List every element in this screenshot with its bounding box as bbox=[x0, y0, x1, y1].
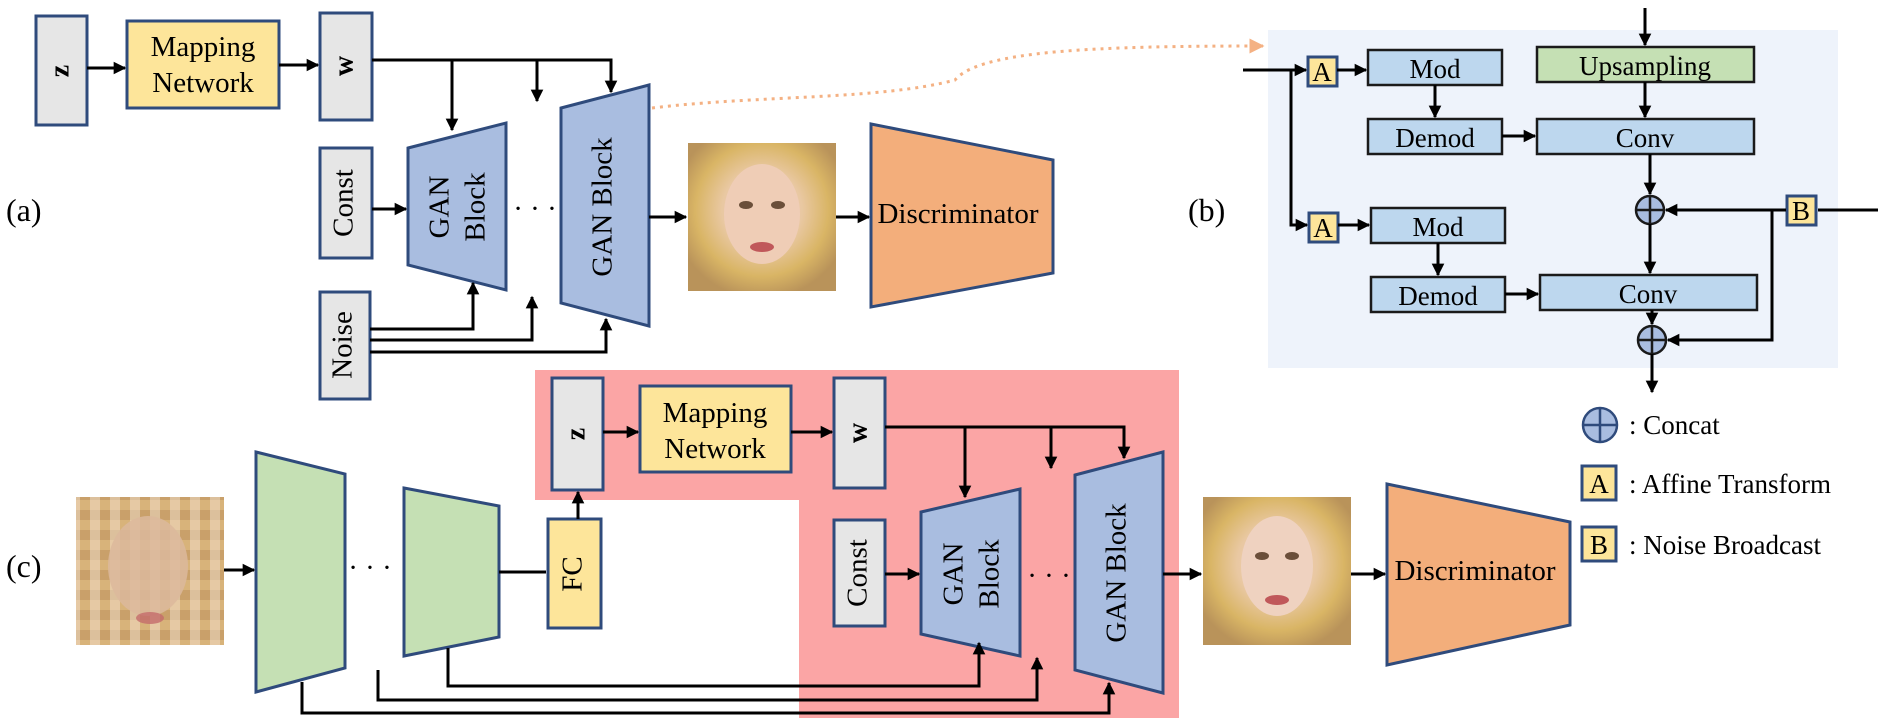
mod-box-2 bbox=[1369, 206, 1507, 245]
legend-noise-label: : Noise Broadcast bbox=[1629, 530, 1821, 560]
const-label-c: Const bbox=[842, 539, 874, 607]
generated-face-image bbox=[688, 143, 836, 291]
mod-box-1-label: Mod bbox=[1409, 54, 1461, 84]
gan-block-c-1-label-1: GAN bbox=[938, 543, 970, 606]
legend-concat-label: : Concat bbox=[1629, 410, 1720, 440]
gan-block-2 bbox=[559, 83, 651, 328]
const-label: Const bbox=[328, 169, 360, 237]
w-box bbox=[318, 11, 374, 122]
panel-b: A Mod Demod Upsampling Conv A Mod Demod … bbox=[1243, 8, 1878, 394]
panel-label-c: (c) bbox=[6, 548, 42, 584]
w-box-c bbox=[832, 376, 887, 490]
panel-c: · · · FC z Mapping Network w Const GAN B… bbox=[76, 376, 1572, 715]
mapping-network-c-label-2: Network bbox=[664, 433, 766, 465]
mapping-network-c-label-1: Mapping bbox=[663, 397, 768, 429]
panel-b-background bbox=[1268, 30, 1838, 368]
gan-block-c-2-label: GAN Block bbox=[1101, 503, 1133, 643]
conv-box-2-label: Conv bbox=[1619, 279, 1678, 309]
encoder-block-1 bbox=[254, 450, 347, 694]
demod-box-1-label: Demod bbox=[1395, 123, 1475, 153]
legend-noise-key: B bbox=[1590, 530, 1608, 560]
z-box-c bbox=[550, 376, 605, 492]
mod-box-1 bbox=[1366, 48, 1504, 87]
demod-box-1 bbox=[1366, 117, 1504, 156]
legend-noise-icon bbox=[1580, 525, 1618, 563]
panel-label-a: (a) bbox=[6, 192, 42, 228]
legend-affine-key: A bbox=[1589, 469, 1609, 499]
ellipsis-c-encoder: · · · bbox=[348, 552, 391, 584]
output-face-image bbox=[1203, 497, 1351, 645]
discriminator-c-label: Discriminator bbox=[1394, 555, 1555, 587]
conv-box-1-label: Conv bbox=[1616, 123, 1675, 153]
w-label: w bbox=[328, 55, 359, 76]
noise-b-label: B bbox=[1792, 196, 1810, 226]
panel-label-b: (b) bbox=[1188, 192, 1225, 228]
affine-a-2-label: A bbox=[1313, 213, 1333, 243]
mod-box-2-label: Mod bbox=[1412, 212, 1464, 242]
affine-a-1-label: A bbox=[1312, 57, 1332, 87]
mapping-network-box bbox=[125, 19, 281, 110]
ellipsis-a: · · · bbox=[513, 193, 556, 225]
gan-block-c-1-label-2: Block bbox=[974, 539, 1006, 609]
legend: : Concat A : Affine Transform B : Noise … bbox=[1580, 406, 1831, 563]
gan-block-1-label-1: GAN bbox=[424, 176, 456, 239]
z-label-c: z bbox=[560, 428, 591, 440]
noise-b-box bbox=[1785, 194, 1818, 227]
legend-affine-label: : Affine Transform bbox=[1629, 469, 1831, 499]
upsampling-label: Upsampling bbox=[1579, 51, 1711, 81]
demod-box-2-label: Demod bbox=[1398, 281, 1478, 311]
conv-box-2 bbox=[1538, 273, 1759, 312]
discriminator-a-label: Discriminator bbox=[877, 198, 1038, 230]
fc-label: FC bbox=[557, 556, 589, 591]
const-box-c bbox=[832, 518, 887, 628]
zoom-link bbox=[651, 38, 1265, 110]
gan-block-2-label: GAN Block bbox=[587, 137, 619, 277]
ellipsis-c-generator: · · · bbox=[1027, 560, 1070, 592]
gan-block-c-1 bbox=[919, 487, 1022, 658]
fc-box bbox=[546, 517, 603, 630]
panel-a: z Mapping Network w Const Noise GAN Bloc… bbox=[34, 11, 1265, 401]
gan-block-1-label-2: Block bbox=[460, 172, 492, 242]
w-label-c: w bbox=[842, 422, 873, 443]
mapping-network-label-1: Mapping bbox=[151, 31, 256, 63]
encoder-block-2 bbox=[402, 486, 501, 658]
noise-label: Noise bbox=[327, 311, 359, 379]
demod-box-2 bbox=[1369, 275, 1507, 314]
upsampling-box bbox=[1535, 45, 1756, 84]
z-label: z bbox=[44, 65, 75, 77]
discriminator-a bbox=[869, 122, 1055, 309]
affine-a-2 bbox=[1307, 211, 1340, 244]
mapping-network-box-c bbox=[638, 384, 793, 474]
mapping-network-label-2: Network bbox=[152, 67, 254, 99]
low-res-input-image bbox=[76, 497, 224, 645]
const-box bbox=[318, 146, 374, 260]
legend-affine-icon bbox=[1580, 464, 1618, 502]
discriminator-c bbox=[1385, 482, 1572, 667]
z-box bbox=[34, 14, 89, 127]
noise-box bbox=[318, 290, 372, 401]
gan-block-c-2 bbox=[1073, 450, 1165, 695]
conv-box-1 bbox=[1535, 117, 1756, 156]
gan-block-1 bbox=[406, 121, 508, 292]
